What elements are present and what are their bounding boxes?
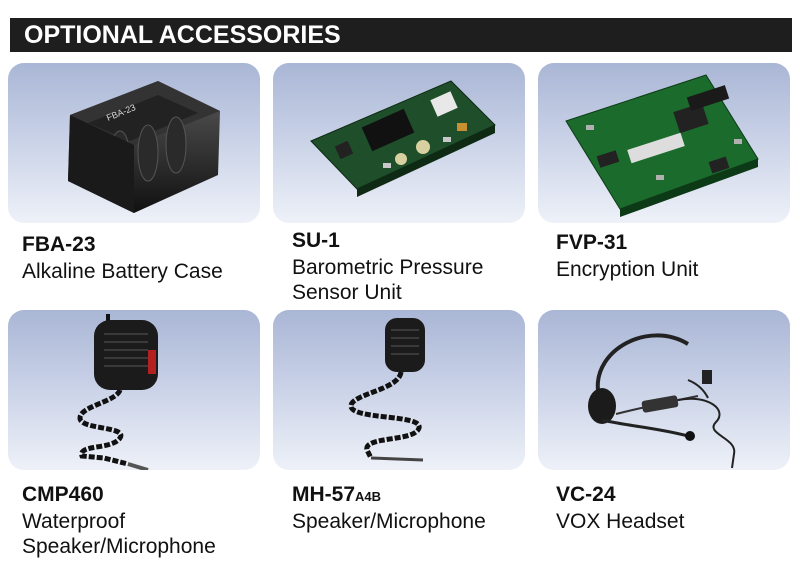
circuit-board-icon	[310, 80, 496, 197]
caption-cmp460: CMP460 Waterproof Speaker/Microphone	[22, 483, 282, 559]
caption-vc-24: VC-24 VOX Headset	[556, 483, 800, 534]
model-name: VC-24	[556, 483, 616, 506]
model-name: CMP460	[22, 483, 104, 506]
model-description: Encryption Unit	[556, 258, 699, 281]
caption-fba-23: FBA-23 Alkaline Battery Case	[22, 233, 282, 284]
circuit-board-icon	[565, 74, 759, 217]
section-header: OPTIONAL ACCESSORIES	[10, 18, 792, 52]
model-description: Barometric Pressure Sensor Unit	[292, 256, 484, 304]
model-name: SU-1	[292, 229, 340, 252]
model-name: FBA-23	[22, 233, 96, 256]
battery-case-icon: FBA-23	[68, 81, 220, 213]
model-description: VOX Headset	[556, 510, 685, 533]
product-image-cmp460	[8, 310, 260, 470]
model-description: Alkaline Battery Case	[22, 260, 223, 283]
product-image-vc-24	[538, 310, 790, 470]
model-name: FVP-31	[556, 231, 628, 254]
caption-fvp-31: FVP-31 Encryption Unit	[556, 231, 800, 282]
product-image-fvp-31	[538, 63, 790, 223]
caption-su-1: SU-1 Barometric Pressure Sensor Unit	[292, 229, 552, 305]
section-title: OPTIONAL ACCESSORIES	[24, 21, 341, 49]
product-image-fba-23: FBA-23	[8, 63, 260, 223]
product-image-mh-57a4b	[273, 310, 525, 470]
headset-icon	[588, 333, 736, 469]
model-description: Waterproof Speaker/Microphone	[22, 510, 216, 558]
model-name: MH-57A4B	[292, 483, 382, 506]
product-image-su-1	[273, 63, 525, 223]
caption-mh-57a4b: MH-57A4B Speaker/Microphone	[292, 483, 552, 534]
model-description: Speaker/Microphone	[292, 510, 486, 533]
speaker-microphone-icon	[77, 314, 158, 470]
speaker-microphone-icon	[348, 318, 425, 462]
